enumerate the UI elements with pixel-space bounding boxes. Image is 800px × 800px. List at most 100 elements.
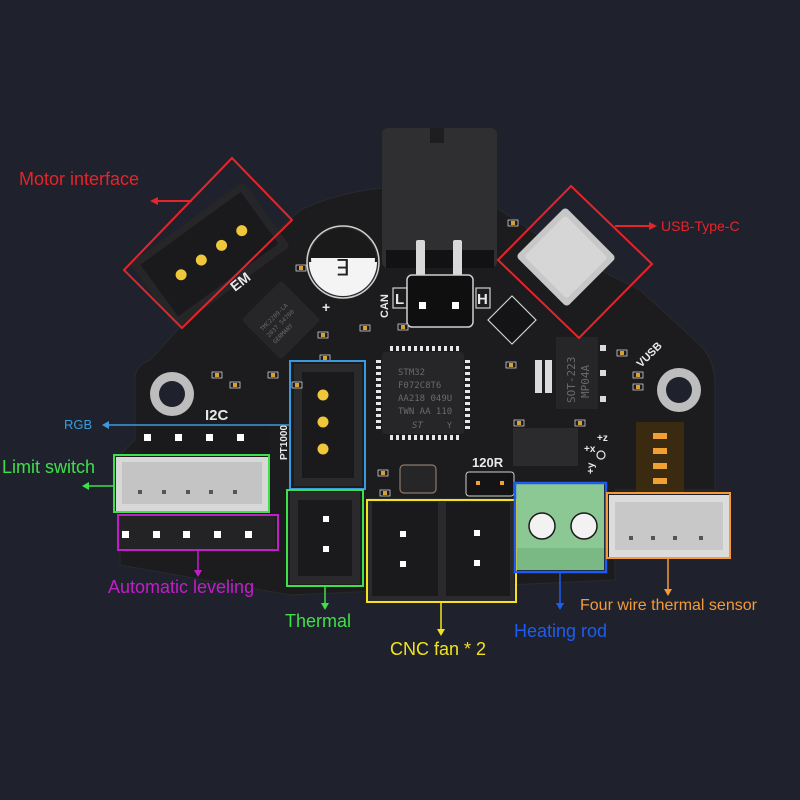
mcu-pin [450, 435, 453, 440]
mcu-pin [465, 372, 470, 375]
mcu-pin [396, 435, 399, 440]
mcu-pin [376, 408, 381, 411]
mcu-pin [432, 435, 435, 440]
mcu-pin [456, 346, 459, 351]
mcu-pin [396, 346, 399, 351]
mcu-pin [414, 346, 417, 351]
smd-pad [517, 421, 521, 425]
silk-pt1000: PT1000 [279, 425, 290, 460]
thermal-arrow-icon [321, 603, 329, 610]
mcu-line-3: AA218 049U [398, 394, 452, 404]
callout-motor-interface: Motor interface [19, 169, 140, 189]
mcu-pin [376, 360, 381, 363]
heating-rod-terminal [516, 484, 604, 570]
motor-arrow-icon [150, 197, 158, 205]
mcu-pin [376, 378, 381, 381]
mcu-pin [402, 346, 405, 351]
limit-switch-highlight-box [113, 454, 270, 513]
mcu-pin [465, 384, 470, 387]
smd-pad [509, 363, 513, 367]
mcu-pin [465, 402, 470, 405]
mcu-pin [426, 346, 429, 351]
limit-switch-connector [116, 457, 268, 511]
smd-pad [620, 351, 624, 355]
mcu-pin [376, 402, 381, 405]
dip-switch [636, 422, 684, 492]
callout-limit-switch: Limit switch [2, 457, 96, 477]
usb-arrow-icon [649, 222, 657, 230]
mcu-pin [444, 346, 447, 351]
silk-axis-z: +z [597, 433, 608, 444]
callout-four-wire-thermal-sensor: Four wire thermal sensor [580, 597, 757, 614]
mcu-pin [465, 390, 470, 393]
mcu-pin [432, 346, 435, 351]
smd-pad [636, 373, 640, 377]
rgb-arrow-icon [102, 421, 109, 429]
regulator-chip: SOT-223 MP04A [535, 337, 606, 409]
mcu-pin [376, 420, 381, 423]
callout-heating-rod: Heating rod [514, 621, 608, 641]
regulator-line-2: MP04A [579, 365, 592, 398]
mcu-pin [390, 346, 393, 351]
mcu-pin [438, 346, 441, 351]
silk-axis-y: +y [586, 462, 597, 474]
silk-can-h: H [477, 291, 488, 308]
can-connector [382, 128, 497, 328]
mcu-pin [465, 366, 470, 369]
four-wire-connector [609, 495, 729, 557]
callout-rgb: RGB [64, 417, 93, 432]
smd-pad [299, 266, 303, 270]
silk-plus: + [322, 299, 330, 315]
mcu-pin [465, 420, 470, 423]
silk-120r: 120R [472, 455, 504, 470]
heating-rod-arrow-icon [556, 603, 564, 610]
silk-axis-x: +x [584, 444, 596, 455]
mcu-pin [376, 414, 381, 417]
mcu-pin [376, 372, 381, 375]
thermal-connector [290, 492, 360, 584]
mcu-pin [465, 378, 470, 381]
mcu-chip: STM32 F072C8T6 AA218 049U TWN AA 110 ST … [382, 352, 464, 434]
mcu-suffix: Y [447, 421, 452, 430]
mcu-pin [402, 435, 405, 440]
mcu-pin [465, 396, 470, 399]
crystal [399, 464, 437, 494]
smd-pad [295, 383, 299, 387]
mcu-line-1: STM32 [398, 368, 425, 378]
ic-square [513, 428, 578, 466]
mcu-pin [414, 435, 417, 440]
mcu-pin [438, 435, 441, 440]
mcu-pin [376, 396, 381, 399]
callout-usb-type-c: USB-Type-C [661, 218, 740, 234]
regulator-line-1: SOT-223 [565, 357, 578, 403]
mcu-pin [376, 390, 381, 393]
mcu-pin [408, 435, 411, 440]
smd-pad [271, 373, 275, 377]
mcu-logo: ST [412, 421, 423, 431]
silk-i2c: I2C [205, 407, 229, 424]
rgb-connector [294, 364, 362, 486]
mcu-pin [408, 346, 411, 351]
smd-pad [323, 356, 327, 360]
smd-pad [401, 325, 405, 329]
silk-can-l: L [395, 291, 404, 308]
mcu-pin [450, 346, 453, 351]
smd-components [211, 219, 644, 497]
i2c-header [140, 428, 270, 456]
mcu-pin [390, 435, 393, 440]
auto-leveling-header [121, 515, 275, 551]
mcu-pin [376, 366, 381, 369]
mounting-hole-left [150, 372, 194, 416]
motor-highlight-box [122, 156, 294, 330]
smd-pad [383, 491, 387, 495]
mcu-pin [465, 426, 470, 429]
mcu-pin [420, 346, 423, 351]
callout-cnc-fan: CNC fan * 2 [390, 639, 487, 659]
mcu-pin [465, 408, 470, 411]
smd-pad [363, 326, 367, 330]
mcu-pin [420, 435, 423, 440]
driver-chip: TMC2209-LA 2037 54780 GERMANY [242, 281, 320, 359]
mcu-pin [376, 384, 381, 387]
usb-c-port [517, 208, 615, 306]
mcu-pin [376, 426, 381, 429]
